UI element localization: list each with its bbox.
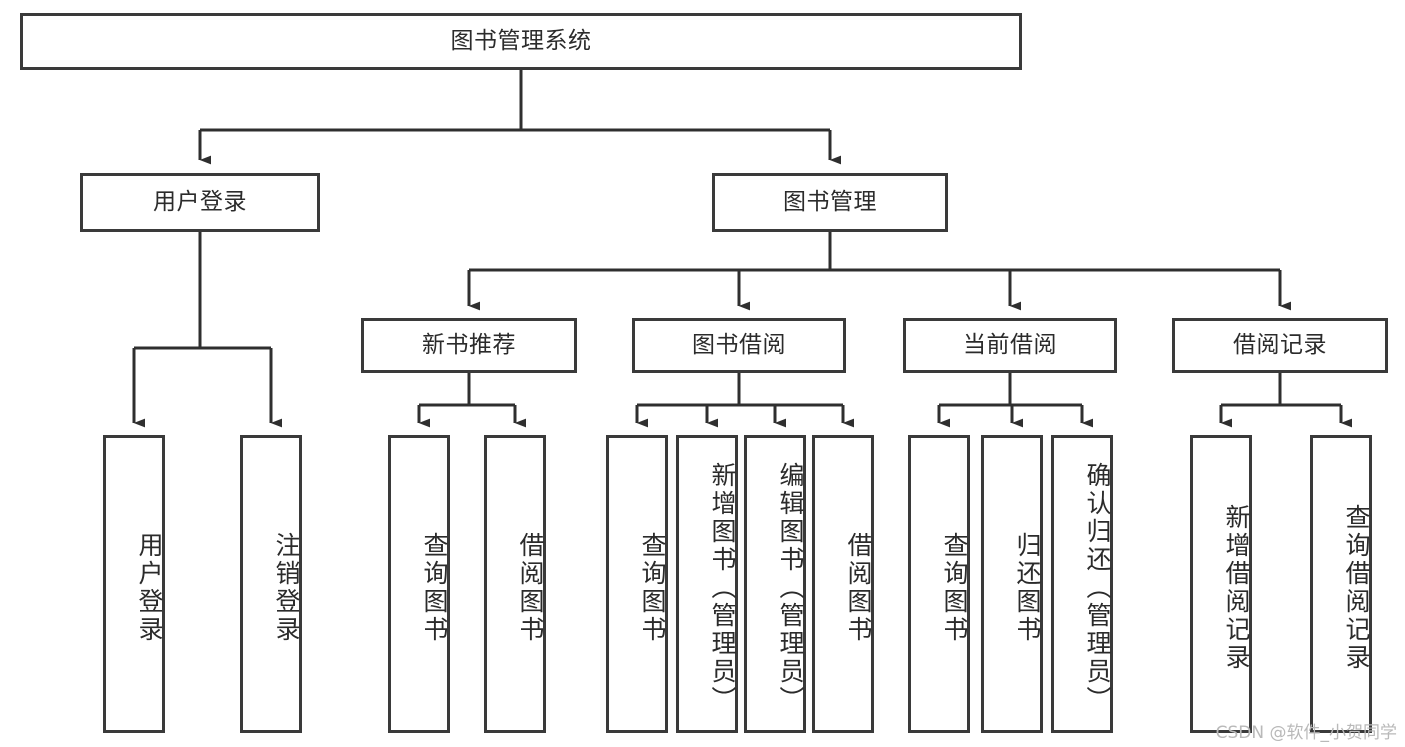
leaf-return-book[interactable]: 归还图书 xyxy=(981,435,1043,733)
node-label: 查询借阅记录 xyxy=(1342,504,1371,672)
leaf-query-book-borrowing[interactable]: 查询图书 xyxy=(606,435,668,733)
leaf-query-book-newbook[interactable]: 查询图书 xyxy=(388,435,450,733)
node-label: 编辑图书（管理员） xyxy=(776,462,805,714)
node-label: 注销登录 xyxy=(272,532,301,644)
node-label: 确认归还（管理员） xyxy=(1083,462,1112,714)
leaf-borrow-book-newbook[interactable]: 借阅图书 xyxy=(484,435,546,733)
node-label: 当前借阅 xyxy=(963,332,1057,358)
node-label: 用户登录 xyxy=(153,189,247,215)
node-root-book-management-system[interactable]: 图书管理系统 xyxy=(20,13,1022,70)
node-label: 查询图书 xyxy=(420,532,449,644)
node-label: 借阅图书 xyxy=(844,532,873,644)
node-label: 查询图书 xyxy=(638,532,667,644)
node-current-borrowing[interactable]: 当前借阅 xyxy=(903,318,1117,373)
leaf-query-borrow-record[interactable]: 查询借阅记录 xyxy=(1310,435,1372,733)
node-label: 查询图书 xyxy=(940,532,969,644)
node-label: 图书管理系统 xyxy=(450,28,592,54)
node-user-login[interactable]: 用户登录 xyxy=(80,173,320,232)
node-label: 新增借阅记录 xyxy=(1222,504,1251,672)
node-label: 新增图书（管理员） xyxy=(708,462,737,714)
node-label: 归还图书 xyxy=(1013,532,1042,644)
node-label: 新书推荐 xyxy=(422,332,516,358)
node-label: 图书管理 xyxy=(783,189,877,215)
node-book-management[interactable]: 图书管理 xyxy=(712,173,948,232)
leaf-add-book-admin[interactable]: 新增图书（管理员） xyxy=(676,435,738,733)
leaf-add-borrow-record[interactable]: 新增借阅记录 xyxy=(1190,435,1252,733)
node-book-borrowing[interactable]: 图书借阅 xyxy=(632,318,846,373)
node-label: 借阅记录 xyxy=(1233,332,1327,358)
leaf-edit-book-admin[interactable]: 编辑图书（管理员） xyxy=(744,435,806,733)
watermark-text: CSDN @软件_小贺同学 xyxy=(1215,723,1397,743)
node-label: 图书借阅 xyxy=(692,332,786,358)
leaf-user-login[interactable]: 用户登录 xyxy=(103,435,165,733)
leaf-query-book-current[interactable]: 查询图书 xyxy=(908,435,970,733)
node-label: 借阅图书 xyxy=(516,532,545,644)
leaf-borrow-book-borrowing[interactable]: 借阅图书 xyxy=(812,435,874,733)
node-new-book-recommendation[interactable]: 新书推荐 xyxy=(361,318,577,373)
leaf-logout[interactable]: 注销登录 xyxy=(240,435,302,733)
node-label: 用户登录 xyxy=(135,532,164,644)
leaf-confirm-return-admin[interactable]: 确认归还（管理员） xyxy=(1051,435,1113,733)
node-borrowing-records[interactable]: 借阅记录 xyxy=(1172,318,1388,373)
